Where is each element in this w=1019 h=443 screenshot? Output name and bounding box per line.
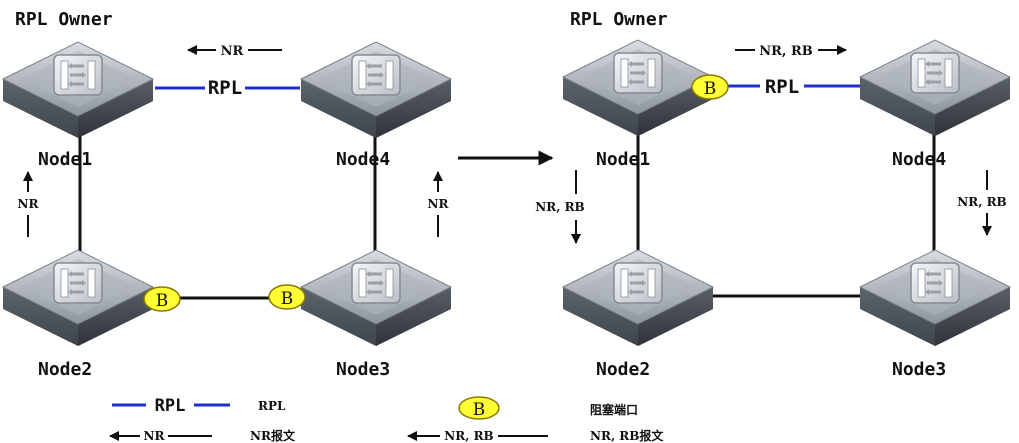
- node3-label-right: Node3: [892, 359, 946, 380]
- legend-nrrb-line-text: NR, RB: [444, 429, 493, 443]
- rpl-owner-label-left: RPL Owner: [15, 9, 113, 30]
- msg-right-right: NR, RB: [957, 195, 1006, 209]
- block-port-icon: B: [458, 396, 500, 420]
- node1-label-right: Node1: [596, 149, 650, 170]
- node2-label-right: Node2: [596, 359, 650, 380]
- legend-rpl-bg: [146, 396, 194, 414]
- node3-label-left: Node3: [336, 359, 390, 380]
- svg-text:B: B: [156, 291, 169, 311]
- rpl-owner-label-right: RPL Owner: [570, 9, 668, 30]
- legend-block-desc: 阻塞端口: [590, 402, 638, 417]
- msg-right-left: NR: [428, 197, 450, 211]
- left-ring: RPL RPL Owner Node1 Node4 Node2 Node3 NR…: [1, 9, 453, 380]
- legend-nr-desc: NR报文: [250, 428, 296, 443]
- switch-icon: [858, 38, 1012, 138]
- svg-text:B: B: [704, 79, 717, 99]
- rpl-label-bg: [760, 76, 804, 96]
- switch-icon: [299, 40, 453, 140]
- msg-top-right: NR, RB: [759, 44, 813, 59]
- switch-icon: [858, 248, 1012, 348]
- switch-icon: [1, 248, 155, 348]
- node4-label-left: Node4: [336, 149, 390, 170]
- legend-rpl-desc: RPL: [258, 399, 286, 413]
- switch-icon: [299, 248, 453, 348]
- msg-left-right: NR, RB: [535, 200, 584, 214]
- block-port-icon: B: [268, 284, 306, 310]
- msg-top-left: NR: [221, 44, 244, 59]
- svg-text:B: B: [473, 400, 486, 420]
- legend-nrrb-desc: NR, RB报文: [590, 428, 664, 443]
- msg-left-left: NR: [18, 197, 40, 211]
- legend-rpl-line-text: RPL: [155, 396, 186, 416]
- rpl-link-label-right: RPL: [765, 76, 799, 98]
- svg-text:B: B: [281, 289, 294, 309]
- block-port-icon: B: [143, 286, 181, 312]
- switch-icon: [561, 38, 715, 138]
- node2-label-left: Node2: [38, 359, 92, 380]
- legend-nr-line-text: NR: [144, 429, 166, 443]
- node4-label-right: Node4: [892, 149, 946, 170]
- node1-label-left: Node1: [38, 149, 92, 170]
- rpl-label-bg: [205, 78, 245, 98]
- block-port-icon: B: [691, 74, 729, 100]
- legend: RPL RPL NR NR报文 B 阻塞端口 NR, RB NR, RB报文: [109, 396, 664, 443]
- switch-icon: [561, 248, 715, 348]
- switch-icon: [1, 40, 155, 140]
- rpl-link-label-left: RPL: [208, 77, 242, 99]
- right-ring: RPL RPL Owner Node1 Node4 Node2 Node3 NR…: [535, 9, 1012, 380]
